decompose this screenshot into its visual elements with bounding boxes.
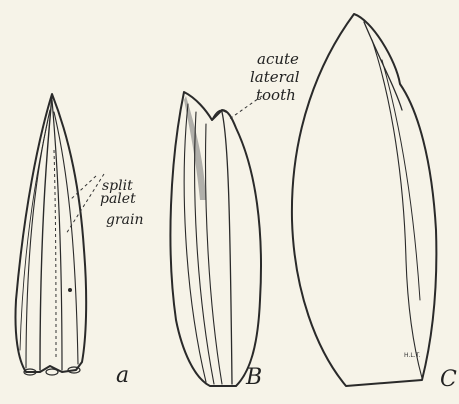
figure-a-midrib (40, 96, 52, 370)
label-acute-tooth-line2: lateral (250, 68, 300, 86)
figure-a-base-lobe (46, 369, 58, 375)
figure-c-lemma (292, 14, 436, 386)
label-acute-tooth-line1: acute (257, 50, 299, 68)
figure-a-grain-outline (54, 150, 56, 360)
figure-a-vein (54, 112, 78, 364)
figure-a-vein (20, 120, 48, 350)
figure-b-vein (206, 124, 222, 384)
figure-c-tip-vein (364, 22, 402, 110)
figure-a-floret (15, 94, 86, 375)
artist-signature: H.L.T. (404, 352, 421, 359)
label-split-palet-line2: palet (100, 191, 136, 207)
leader-grain (66, 174, 104, 234)
label-acute-tooth-line3: tooth (256, 86, 296, 104)
figure-c-vein (372, 40, 422, 378)
figure-b-palea-edge (222, 112, 232, 384)
panel-label-b: B (245, 365, 262, 390)
figure-b-floret (170, 92, 261, 386)
figure-a-dot (68, 288, 72, 292)
leader-split-palet (70, 176, 96, 200)
panel-label-c: C (440, 367, 457, 392)
panel-label-a: a (116, 363, 129, 388)
figure-c-outline (292, 14, 436, 386)
label-grain: grain (106, 212, 144, 228)
